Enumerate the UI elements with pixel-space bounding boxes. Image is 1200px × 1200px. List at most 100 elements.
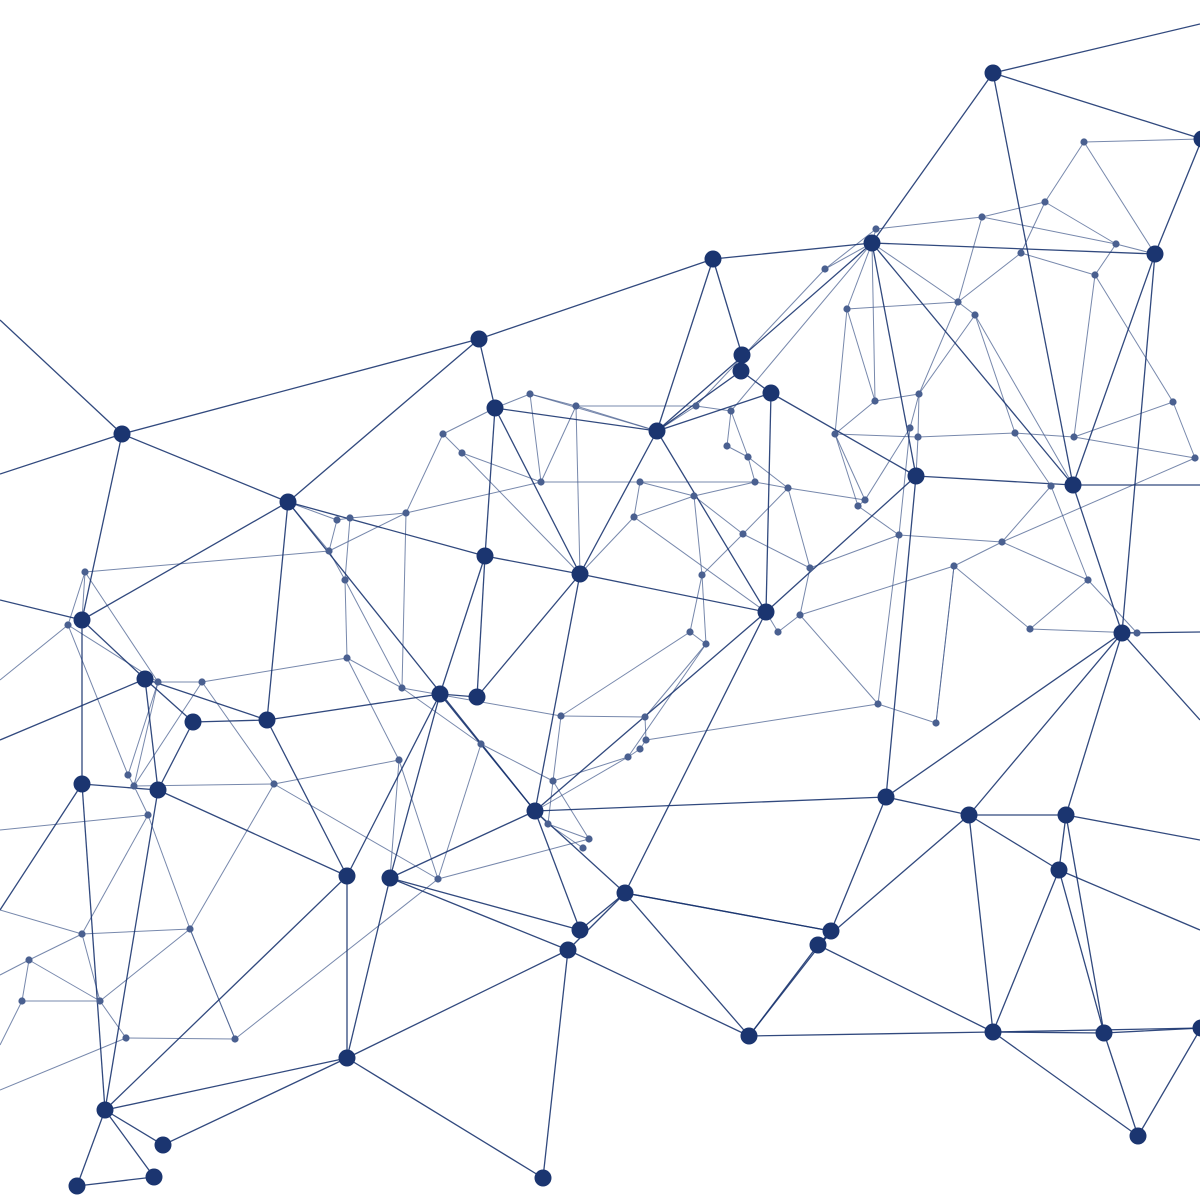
- network-edge: [99, 928, 191, 1002]
- network-node: [1041, 198, 1049, 206]
- network-edge: [1029, 579, 1089, 630]
- bold-edge-layer: [0, 23, 1200, 1187]
- network-edge: [401, 512, 407, 689]
- network-edge: [0, 678, 146, 741]
- network-node: [1129, 1127, 1147, 1145]
- network-edge: [885, 475, 917, 798]
- network-node: [1169, 398, 1177, 406]
- network-edge: [478, 338, 496, 409]
- network-edge: [579, 573, 767, 613]
- network-node: [843, 305, 851, 313]
- network-node: [64, 621, 72, 629]
- network-edge: [349, 512, 407, 519]
- network-node: [343, 654, 351, 662]
- network-node: [1133, 629, 1141, 637]
- network-edge: [127, 681, 159, 776]
- network-edge: [1065, 814, 1105, 1034]
- network-edge: [389, 810, 536, 879]
- network-edge: [157, 721, 194, 791]
- network-edge: [81, 783, 106, 1111]
- network-edge: [864, 427, 911, 501]
- network-edge: [712, 258, 743, 356]
- network-edge: [81, 501, 289, 621]
- network-node: [630, 513, 638, 521]
- network-node: [821, 265, 829, 273]
- network-edge: [871, 242, 959, 303]
- network-edge: [81, 433, 123, 621]
- network-node: [68, 1177, 86, 1195]
- network-edge: [346, 657, 403, 689]
- network-edge: [992, 1031, 1139, 1137]
- network-node: [470, 330, 488, 348]
- network-edge: [1044, 141, 1085, 203]
- network-edge: [1014, 432, 1052, 487]
- network-node: [468, 688, 486, 706]
- network-edge: [1137, 1028, 1200, 1137]
- network-edge: [84, 550, 330, 573]
- network-edge: [437, 743, 482, 880]
- network-edge: [0, 909, 83, 935]
- network-edge: [726, 445, 749, 458]
- network-edge: [81, 933, 101, 1002]
- network-node: [723, 442, 731, 450]
- network-edge: [633, 481, 641, 518]
- network-edge: [624, 892, 750, 1037]
- network-edge: [1001, 457, 1196, 543]
- network-node: [537, 478, 545, 486]
- network-node: [1091, 271, 1099, 279]
- network-edge: [898, 534, 1003, 543]
- network-edge: [579, 516, 635, 575]
- network-edge: [645, 703, 879, 741]
- network-edge: [405, 481, 542, 514]
- network-edge: [439, 555, 486, 695]
- network-node: [806, 564, 814, 572]
- network-node: [198, 678, 206, 686]
- network-edge: [877, 703, 937, 724]
- network-node: [96, 997, 104, 1005]
- network-node: [571, 565, 589, 583]
- network-edge: [817, 944, 994, 1033]
- network-node: [732, 362, 750, 380]
- network-edge: [639, 481, 695, 497]
- network-edge: [389, 693, 441, 879]
- network-edge: [834, 433, 859, 507]
- network-node: [1192, 1019, 1200, 1037]
- network-edge: [201, 681, 275, 785]
- network-node: [1047, 482, 1055, 490]
- network-edge: [1073, 401, 1174, 438]
- network-node: [325, 547, 333, 555]
- network-edge: [81, 619, 146, 680]
- network-edge: [81, 928, 191, 935]
- network-node: [1064, 476, 1082, 494]
- network-edge: [389, 759, 400, 879]
- network-node: [744, 453, 752, 461]
- network-edge: [534, 810, 581, 931]
- network-edge: [834, 433, 866, 501]
- network-edge: [817, 814, 970, 946]
- network-edge: [1073, 436, 1196, 459]
- network-edge: [560, 715, 646, 718]
- network-edge: [742, 487, 789, 535]
- network-edge: [405, 433, 444, 514]
- network-node: [122, 1034, 130, 1042]
- network-node: [960, 806, 978, 824]
- network-edge: [1154, 142, 1200, 255]
- network-node: [686, 628, 694, 636]
- network-edge: [157, 789, 348, 877]
- network-node: [73, 775, 91, 793]
- network-node: [702, 640, 710, 648]
- network-node: [486, 399, 504, 417]
- network-edge: [656, 392, 772, 432]
- network-node: [636, 478, 644, 486]
- network-edge: [1044, 201, 1117, 245]
- network-edge: [0, 783, 83, 911]
- network-edge: [0, 814, 149, 831]
- network-edge: [846, 242, 873, 310]
- network-edge: [624, 892, 832, 932]
- network-edge: [1083, 138, 1200, 143]
- network-node: [1113, 624, 1131, 642]
- network-edge: [953, 565, 1031, 630]
- network-edge: [1058, 869, 1105, 1034]
- network-edge: [917, 393, 920, 438]
- network-node: [398, 684, 406, 692]
